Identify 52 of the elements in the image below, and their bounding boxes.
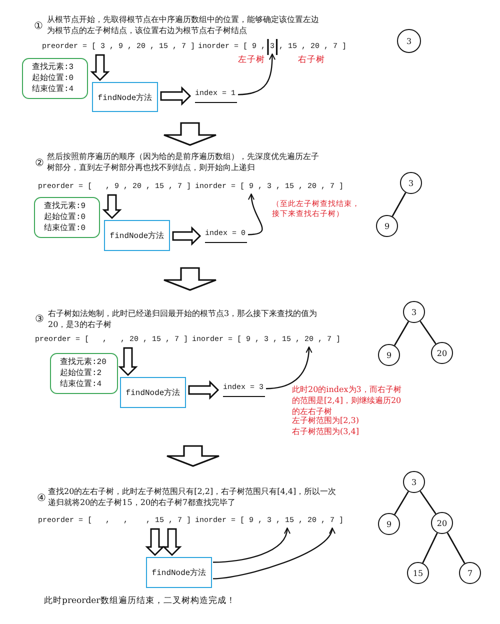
block-arrow — [162, 528, 182, 556]
note-text: 左子树范围为[2,3) — [292, 416, 359, 427]
method-box: findNode方法 — [146, 557, 212, 588]
tree-node: 7 — [459, 562, 481, 584]
tree-node: 20 — [431, 512, 453, 534]
step-text: 右子树如法炮制，此时已经递归回最开始的根节点3，那么接下来查找的值为20，是3的右子树 — [48, 309, 318, 331]
tree-edge — [394, 491, 409, 515]
arrow — [266, 346, 312, 390]
tree-node: 15 — [407, 562, 429, 584]
arrow — [212, 528, 290, 563]
method-box: findNode方法 — [104, 220, 170, 251]
step-text: 此时preorder数组遍历结束，二叉树构造完成！ — [44, 596, 236, 608]
search-info-box: 查找元素:20 起始位置:2 结束位置:4 — [50, 353, 118, 394]
tree-edge — [420, 490, 436, 514]
block-arrow — [145, 528, 165, 556]
tree-edge — [420, 320, 436, 344]
note-text: 右子树范围为(3,4] — [292, 427, 359, 438]
subtree-label: 右子树 — [298, 55, 325, 66]
method-box: findNode方法 — [120, 377, 186, 408]
block-arrow — [90, 54, 110, 82]
search-info-box: 查找元素:3 起始位置:0 结束位置:4 — [22, 58, 88, 99]
tree-node: 3 — [397, 29, 421, 53]
search-info-box: 查找元素:9 起始位置:0 结束位置:0 — [34, 197, 100, 238]
step-text: 查找20的左右子树，此时左子树范围只有[2,2]，右子树范围只有[4,4]，所以一次递归就将20的左子树15，20的右子树7都查找完毕了 — [48, 487, 338, 509]
tree-edge — [392, 192, 406, 217]
subtree-label: 左子树 — [238, 55, 265, 66]
block-arrow — [188, 380, 220, 400]
arrow — [248, 194, 263, 236]
tree-node: 20 — [431, 342, 453, 364]
step-text: 从根节点开始，先取得根节点在中序遍历数组中的位置，能够确定该位置左边为根节点的左子树结点，该位置右边为根节点右子树结点 — [47, 15, 320, 37]
block-arrow — [172, 226, 202, 246]
tree-node: 9 — [376, 215, 398, 237]
step-number: ② — [35, 157, 44, 170]
tree-node: 9 — [378, 513, 400, 535]
tree-node: 3 — [403, 471, 425, 493]
arrow — [212, 528, 334, 580]
tree-node: 3 — [403, 301, 425, 323]
step-number: ① — [34, 20, 43, 34]
step-number: ④ — [37, 492, 46, 506]
block-arrow — [160, 86, 192, 106]
tree-node: 3 — [400, 172, 422, 194]
block-arrow — [118, 347, 138, 376]
step-number: ③ — [35, 313, 44, 326]
tree-node: 9 — [378, 344, 400, 366]
arrow — [238, 54, 276, 96]
note-text: 此时20的index为3，而右子树的范围是[2,4]，则继续遍历20的左右子树 — [292, 385, 402, 416]
tree-edge — [446, 532, 466, 564]
block-arrow — [102, 194, 122, 220]
step-text: 然后按照前序遍历的顺序（因为给的是前序遍历数组），先深度优先遍历左子树部分，直到左子树部分再也找不到结点，则开始向上递归 — [47, 152, 320, 174]
tree-edge — [422, 532, 438, 564]
tree-edge — [394, 321, 410, 346]
method-box: findNode方法 — [92, 82, 158, 112]
